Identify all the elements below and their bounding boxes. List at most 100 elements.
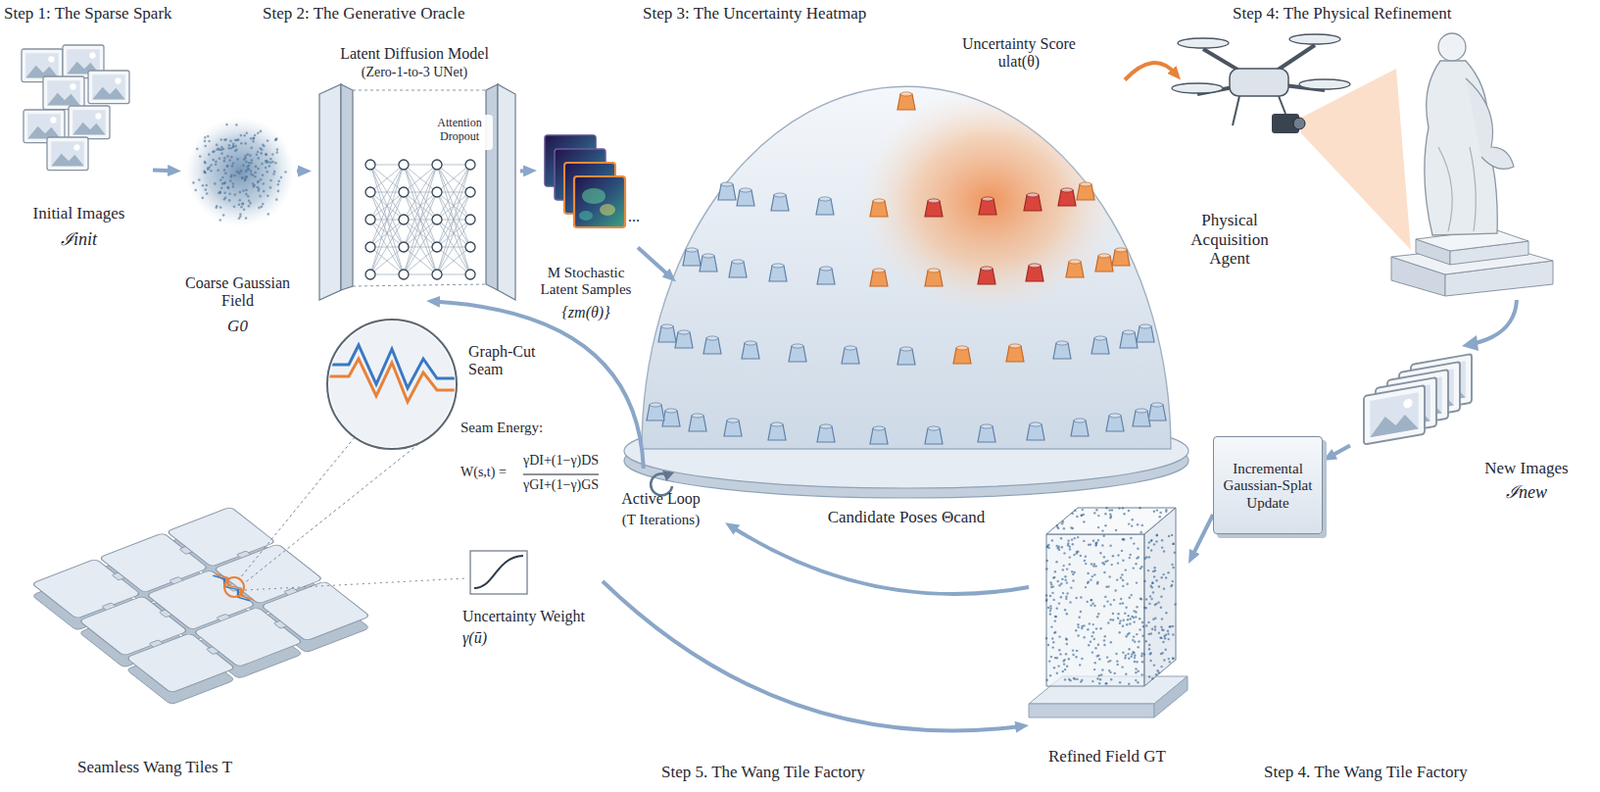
gaussian-point <box>1109 603 1112 606</box>
gaussian-point <box>1140 531 1143 534</box>
gaussian-point <box>1157 600 1160 603</box>
camera-top <box>872 198 885 203</box>
gaussian-point <box>247 199 251 203</box>
camera-top <box>819 196 831 201</box>
gaussian-point <box>1073 536 1076 539</box>
network-unit <box>365 242 376 252</box>
gaussian-point <box>1103 638 1106 641</box>
gaussian-point <box>1172 542 1175 545</box>
gaussian-point <box>255 153 259 157</box>
flow-arrow <box>434 301 644 470</box>
camera-top <box>872 426 885 431</box>
gaussian-point <box>1110 678 1113 680</box>
gaussian-point <box>204 188 208 192</box>
gaussian-point <box>1049 607 1052 610</box>
gaussian-point <box>1079 554 1082 557</box>
gaussian-point <box>1134 671 1137 674</box>
gaussian-point <box>244 189 248 193</box>
guide-line <box>352 284 486 287</box>
camera-top <box>685 247 698 252</box>
camera-top <box>1094 336 1107 340</box>
gaussian-point <box>1082 624 1085 627</box>
gaussian-point <box>214 163 218 167</box>
gaussian-point <box>1163 549 1165 552</box>
camera-top <box>927 268 940 273</box>
gaussian-point <box>1065 597 1067 600</box>
gaussian-point <box>1068 600 1071 603</box>
gaussian-point <box>1074 655 1077 658</box>
gaussian-point <box>1160 595 1163 598</box>
gaussian-point <box>242 201 245 205</box>
camera-top <box>1098 253 1111 258</box>
gaussian-point <box>244 160 248 164</box>
camera-top <box>1139 324 1152 329</box>
gaussian-point <box>219 178 223 182</box>
gaussian-point <box>238 203 242 207</box>
gaussian-point <box>1052 645 1055 648</box>
gaussian-point <box>208 165 212 169</box>
gaussian-point <box>1152 590 1155 593</box>
gaussian-point <box>1169 625 1172 628</box>
gaussian-point <box>1062 670 1065 673</box>
gaussian-point <box>1127 614 1130 617</box>
gaussian-point <box>266 194 270 198</box>
gaussian-point <box>1055 560 1058 563</box>
camera-top <box>739 188 752 193</box>
gaussian-point <box>247 161 251 165</box>
gaussian-point <box>241 176 244 180</box>
gaussian-point <box>1145 555 1148 558</box>
gaussian-point <box>1045 567 1048 570</box>
wang-tiles <box>31 506 370 693</box>
gaussian-point <box>1109 618 1112 621</box>
flow-arrow <box>296 169 304 174</box>
gaussian-point <box>1091 602 1094 605</box>
gaussian-point <box>1097 612 1100 615</box>
gaussian-point <box>1094 541 1097 544</box>
gaussian-point <box>1101 543 1104 546</box>
gaussian-point <box>267 160 271 164</box>
gaussian-point <box>1131 518 1134 521</box>
flow-arrow <box>1192 514 1213 557</box>
flow-arrow <box>1124 62 1176 80</box>
gaussian-point <box>1093 573 1096 576</box>
gaussian-point <box>1069 585 1072 588</box>
gaussian-point <box>1093 562 1096 565</box>
gaussian-point <box>1121 537 1124 540</box>
gaussian-point <box>1171 657 1174 660</box>
gaussian-point <box>234 193 238 196</box>
gaussian-point <box>1051 591 1054 594</box>
gaussian-point <box>1127 522 1130 525</box>
gaussian-point <box>1112 554 1115 557</box>
gaussian-point <box>1089 578 1092 581</box>
gaussian-point <box>1107 660 1110 663</box>
gaussian-point <box>1121 579 1124 582</box>
gaussian-point <box>209 163 213 167</box>
gaussian-point <box>1063 551 1066 554</box>
gaussian-point <box>1122 619 1125 622</box>
gaussian-point <box>1166 571 1169 574</box>
gaussian-point <box>1082 520 1085 523</box>
gaussian-point <box>213 182 217 186</box>
gaussian-point <box>1060 595 1063 598</box>
gaussian-point <box>1065 594 1067 597</box>
gaussian-point <box>1118 602 1121 605</box>
gaussian-point <box>1166 630 1169 632</box>
camera-top <box>731 259 744 264</box>
gaussian-point <box>1118 622 1121 625</box>
gaussian-point <box>1071 579 1074 582</box>
zoom-line <box>242 429 437 584</box>
gaussian-point <box>1132 566 1135 569</box>
gaussian-point <box>1147 546 1150 549</box>
gaussian-point <box>1136 680 1139 683</box>
gaussian-point <box>1068 555 1071 558</box>
network-unit <box>432 159 442 170</box>
camera-top <box>678 330 690 335</box>
camera-top <box>1122 330 1135 335</box>
gaussian-point <box>1111 563 1114 566</box>
gaussian-point <box>1148 675 1151 678</box>
gaussian-point <box>228 144 232 147</box>
gaussian-point <box>1173 551 1176 554</box>
gaussian-point <box>1131 650 1134 653</box>
gaussian-point <box>1141 634 1144 637</box>
network-link <box>436 246 471 275</box>
